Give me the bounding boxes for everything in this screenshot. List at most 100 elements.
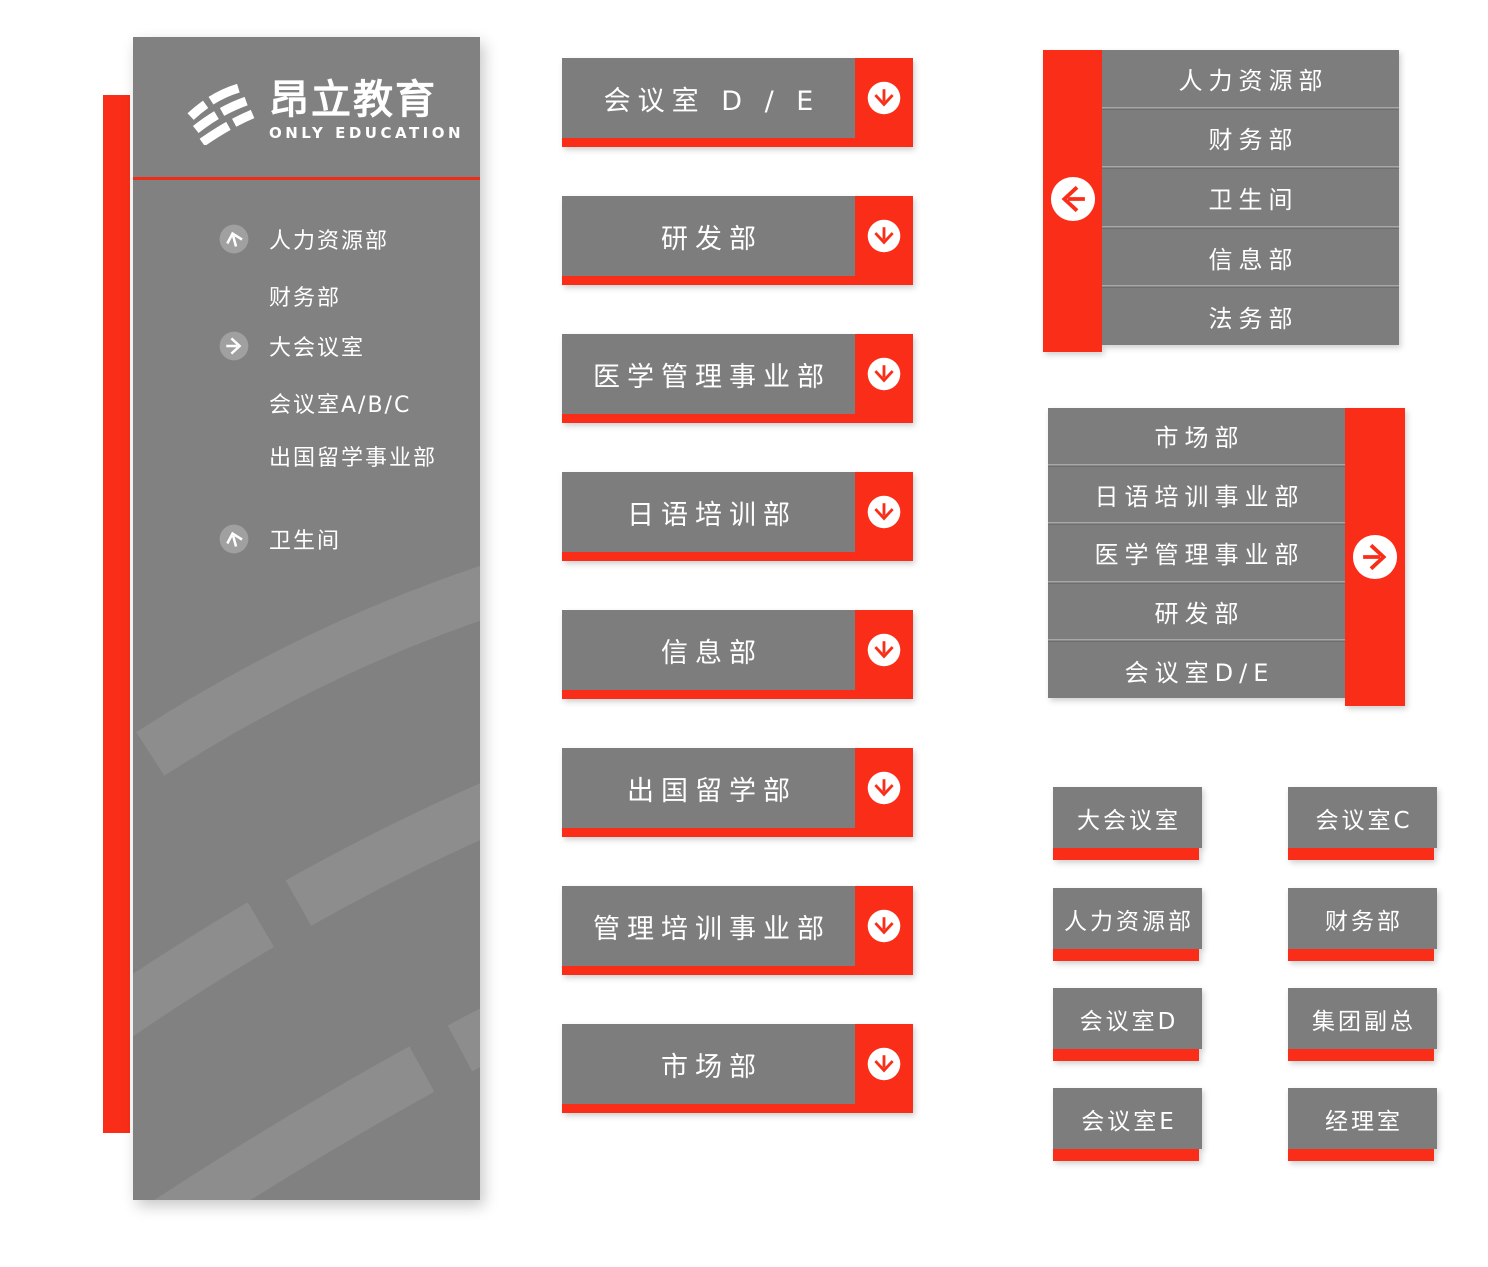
directory-item: 会议室A/B/C <box>219 387 411 419</box>
sign-row-label: 人力资源部 <box>1102 50 1399 107</box>
hanging-sign: 医学管理事业部 <box>562 334 913 423</box>
sign-row-label: 研发部 <box>1048 583 1345 640</box>
red-arrow-block <box>855 58 913 147</box>
up-arrow-icon <box>216 521 253 558</box>
door-sign-label: 经理室 <box>1288 1088 1437 1149</box>
directory-item-label: 出国留学事业部 <box>269 446 438 471</box>
sign-label: 市场部 <box>562 1024 855 1104</box>
red-strip <box>562 138 855 147</box>
sign-label: 会议室 D / E <box>562 58 855 138</box>
directory-item-label: 财务部 <box>269 286 342 311</box>
door-sign-label: 集团副总 <box>1288 988 1437 1049</box>
down-arrow-icon <box>867 633 901 667</box>
hanging-sign: 会议室 D / E <box>562 58 913 147</box>
red-strip <box>562 966 855 975</box>
row-divider <box>1048 463 1345 467</box>
sign-label: 日语培训部 <box>562 472 855 552</box>
door-sign: 会议室D <box>1053 988 1202 1061</box>
sign-row-label: 卫生间 <box>1102 169 1399 226</box>
down-arrow-icon <box>867 1047 901 1081</box>
logo-divider <box>133 177 480 180</box>
sign-row-label: 财务部 <box>1102 109 1399 167</box>
red-arrow-block <box>855 196 913 285</box>
red-strip <box>562 276 855 285</box>
down-arrow-icon <box>867 357 901 391</box>
directory-panel: 昂立教育 ONLY EDUCATION 人力资源部 财务部 大会议室 会议室A/… <box>133 37 480 1200</box>
down-arrow-icon <box>867 771 901 805</box>
sign-label: 医学管理事业部 <box>562 334 855 414</box>
door-sign-label: 会议室C <box>1288 787 1437 848</box>
sign-row-label: 信息部 <box>1102 228 1399 286</box>
row-divider <box>1102 166 1399 170</box>
door-sign: 人力资源部 <box>1053 888 1202 961</box>
hanging-sign: 研发部 <box>562 196 913 285</box>
sign-row-label: 日语培训事业部 <box>1048 466 1345 523</box>
row-divider <box>1102 225 1399 229</box>
left-arrow-icon <box>1050 176 1096 222</box>
logo-watermark-icon <box>133 507 480 1200</box>
red-strip <box>1053 1149 1199 1161</box>
door-sign-label: 会议室E <box>1053 1088 1202 1149</box>
door-sign-label: 大会议室 <box>1053 787 1202 848</box>
directory-item-label: 会议室A/B/C <box>269 393 412 418</box>
row-divider <box>1102 285 1399 289</box>
sign-rows: 人力资源部 财务部 卫生间 信息部 法务部 <box>1102 50 1399 345</box>
red-strip <box>1053 1049 1199 1061</box>
sign-rows: 市场部 日语培训事业部 医学管理事业部 研发部 会议室D/E <box>1048 408 1345 698</box>
red-strip <box>1053 949 1199 961</box>
right-arrow-icon <box>1352 534 1398 580</box>
brand-logo: 昂立教育 ONLY EDUCATION <box>181 77 464 145</box>
hanging-sign: 信息部 <box>562 610 913 699</box>
door-sign-label: 人力资源部 <box>1053 888 1202 949</box>
sign-row-label: 会议室D/E <box>1048 642 1345 698</box>
red-accent-stripe <box>103 95 130 1133</box>
door-sign-label: 会议室D <box>1053 988 1202 1049</box>
red-arrow-block <box>855 610 913 699</box>
red-arrow-block <box>855 886 913 975</box>
down-arrow-icon <box>867 81 901 115</box>
red-arrow-block <box>855 472 913 561</box>
red-arrow-block <box>855 748 913 837</box>
sign-label: 管理培训事业部 <box>562 886 855 966</box>
door-sign-label: 财务部 <box>1288 888 1437 949</box>
directory-item-label: 卫生间 <box>269 529 342 554</box>
red-strip <box>1288 949 1434 961</box>
red-arrow-block <box>855 1024 913 1113</box>
up-arrow-icon <box>216 221 253 258</box>
right-arrow-list-sign: 市场部 日语培训事业部 医学管理事业部 研发部 会议室D/E <box>1048 408 1405 706</box>
door-sign: 经理室 <box>1288 1088 1437 1161</box>
sign-label: 出国留学部 <box>562 748 855 828</box>
logo-name-en: ONLY EDUCATION <box>269 124 465 142</box>
door-sign: 大会议室 <box>1053 787 1202 860</box>
red-strip <box>562 552 855 561</box>
red-strip <box>1288 848 1434 860</box>
directory-item-label: 人力资源部 <box>269 229 390 254</box>
down-arrow-icon <box>867 495 901 529</box>
directory-item: 大会议室 <box>219 330 365 362</box>
logo-text: 昂立教育 ONLY EDUCATION <box>269 77 464 142</box>
door-sign: 会议室C <box>1288 787 1437 860</box>
logo-mark-icon <box>181 83 257 145</box>
hanging-sign: 市场部 <box>562 1024 913 1113</box>
red-strip <box>562 828 855 837</box>
row-divider <box>1102 106 1399 110</box>
directory-item: 人力资源部 <box>219 223 389 255</box>
door-sign: 集团副总 <box>1288 988 1437 1061</box>
red-strip <box>562 414 855 423</box>
red-strip <box>1053 848 1199 860</box>
red-strip <box>1288 1149 1434 1161</box>
row-divider <box>1048 639 1345 643</box>
down-arrow-icon <box>867 909 901 943</box>
red-arrow-block <box>855 334 913 423</box>
row-divider <box>1048 580 1345 584</box>
sign-label: 研发部 <box>562 196 855 276</box>
row-divider <box>1048 522 1345 526</box>
hanging-sign: 管理培训事业部 <box>562 886 913 975</box>
door-sign: 会议室E <box>1053 1088 1202 1161</box>
red-strip <box>1288 1049 1434 1061</box>
directory-item: 财务部 <box>219 280 341 312</box>
directory-item: 出国留学事业部 <box>219 440 437 472</box>
hanging-sign: 日语培训部 <box>562 472 913 561</box>
hanging-sign: 出国留学部 <box>562 748 913 837</box>
